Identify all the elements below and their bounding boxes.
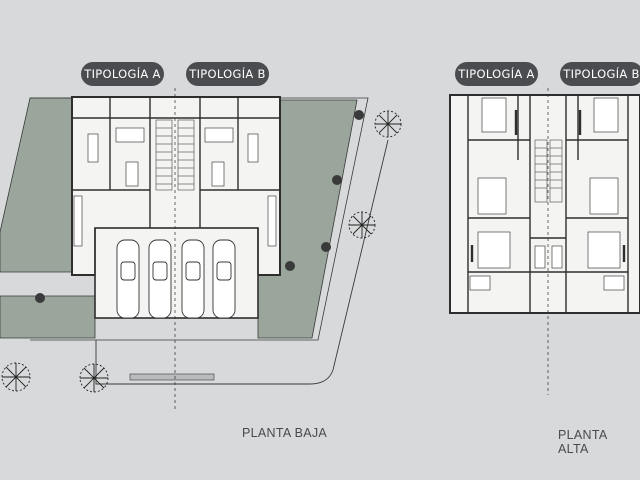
ground-floor-walls [72,97,280,275]
upper-stairs [534,139,563,203]
tipologia-b-badge-upper: TIPOLOGÍA B [560,62,640,86]
planta-baja-caption: PLANTA BAJA [242,426,328,440]
street-curb [95,139,389,385]
shrubs [35,110,364,303]
tipologia-a-badge-upper: TIPOLOGÍA A [455,62,538,86]
bathroom-fixtures [469,245,625,291]
upper-floor-walls [467,95,629,313]
planta-alta-caption: PLANTA ALTA [558,428,607,456]
kitchens [73,195,277,247]
stairs-ground [155,119,195,191]
front-fence [129,373,215,381]
beds [477,97,621,269]
garage-cars [116,239,236,319]
tree-icons [1,110,402,393]
tipologia-b-badge-ground: TIPOLOGÍA B [186,62,269,86]
balcony-railings [470,110,626,262]
lawn-left-lower [0,295,96,339]
sofas [115,127,234,143]
dining-tables [87,133,259,187]
tipologia-a-badge-ground: TIPOLOGÍA A [81,62,164,86]
lawn-left [0,97,73,273]
